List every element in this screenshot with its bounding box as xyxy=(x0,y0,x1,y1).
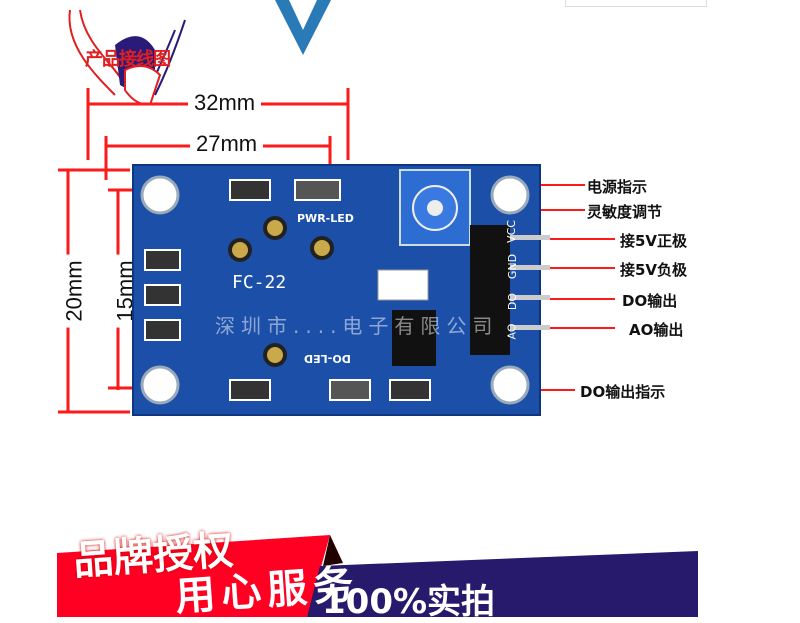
label-gnd: 接5V负极 xyxy=(620,261,688,279)
label-do-out: DO输出 xyxy=(622,292,678,310)
watermark: 深圳市....电子有限公司 xyxy=(215,314,499,338)
label-vcc: 接5V正极 xyxy=(620,232,688,250)
label-power-indicator: 电源指示 xyxy=(587,178,648,196)
dim-27mm: 27mm xyxy=(190,131,264,157)
label-sensitivity: 灵敏度调节 xyxy=(587,203,663,221)
logo: 产品接线图 xyxy=(55,5,255,107)
logo-text: 产品接线图 xyxy=(85,49,171,70)
blue-v-graphic xyxy=(275,0,331,55)
dim-32mm: 32mm xyxy=(188,90,262,116)
sensor-board xyxy=(132,164,550,416)
handshake-wings-icon xyxy=(68,9,186,107)
banner-right: 100%实拍 xyxy=(322,582,496,622)
label-do-indicator: DO输出指示 xyxy=(580,383,666,401)
model-label: FC-22 xyxy=(232,272,287,293)
top-right-line xyxy=(565,0,707,7)
pwr-led-label: PWR-LED xyxy=(297,212,354,225)
label-ao-out: AO输出 xyxy=(629,321,684,339)
